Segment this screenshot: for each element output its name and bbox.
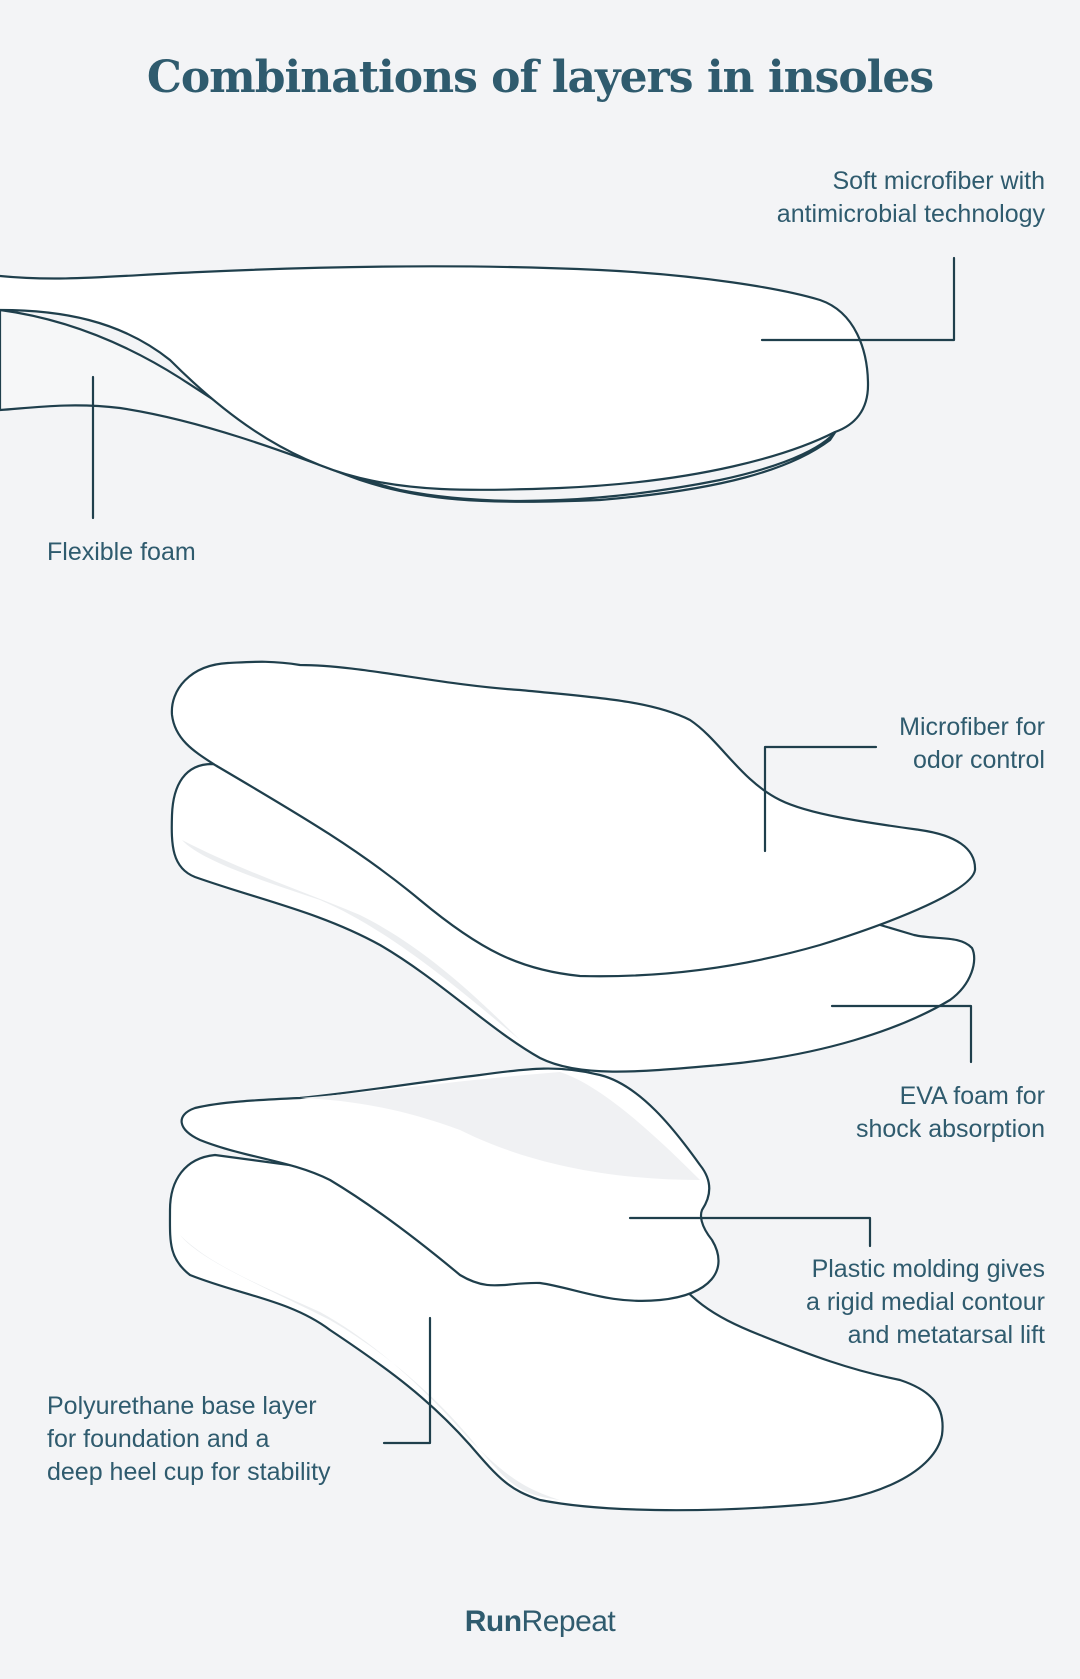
eva-foam-side-shade: [182, 840, 520, 1040]
microfiber-odor-layer: [170, 660, 977, 978]
plastic-molding-shade: [300, 1072, 700, 1180]
brand-logo-part2: Repeat: [521, 1605, 616, 1638]
insole-1-illustration: [0, 265, 870, 503]
brand-logo-part1: Run: [464, 1605, 522, 1638]
polyurethane-side-shade: [180, 1235, 560, 1500]
insole-3-illustration: [168, 1067, 944, 1512]
label-plastic-molding: Plastic molding gives a rigid medial con…: [805, 1255, 1045, 1349]
label-microfiber-odor: Microfiber for odor control: [899, 713, 1045, 774]
insole-2-illustration: [170, 660, 977, 1073]
label-flexible-foam: Flexible foam: [47, 538, 196, 566]
callout-line-microfiber: [760, 256, 956, 342]
soft-microfiber-layer: [0, 265, 870, 491]
callout-line-eva-foam: [830, 1004, 973, 1064]
polyurethane-base-layer: [168, 1153, 944, 1512]
callout-line-plastic-molding: [628, 1216, 872, 1248]
label-soft-microfiber: Soft microfiber with antimicrobial techn…: [776, 167, 1045, 228]
page-title: Combinations of layers in insoles: [146, 52, 934, 103]
callout-line-polyurethane: [382, 1316, 432, 1445]
callout-line-odor-control: [763, 745, 878, 853]
brand-logo: RunRepeat: [0, 1605, 1080, 1639]
label-polyurethane: Polyurethane base layer for foundation a…: [47, 1392, 331, 1486]
label-eva-foam: EVA foam for shock absorption: [855, 1082, 1045, 1143]
